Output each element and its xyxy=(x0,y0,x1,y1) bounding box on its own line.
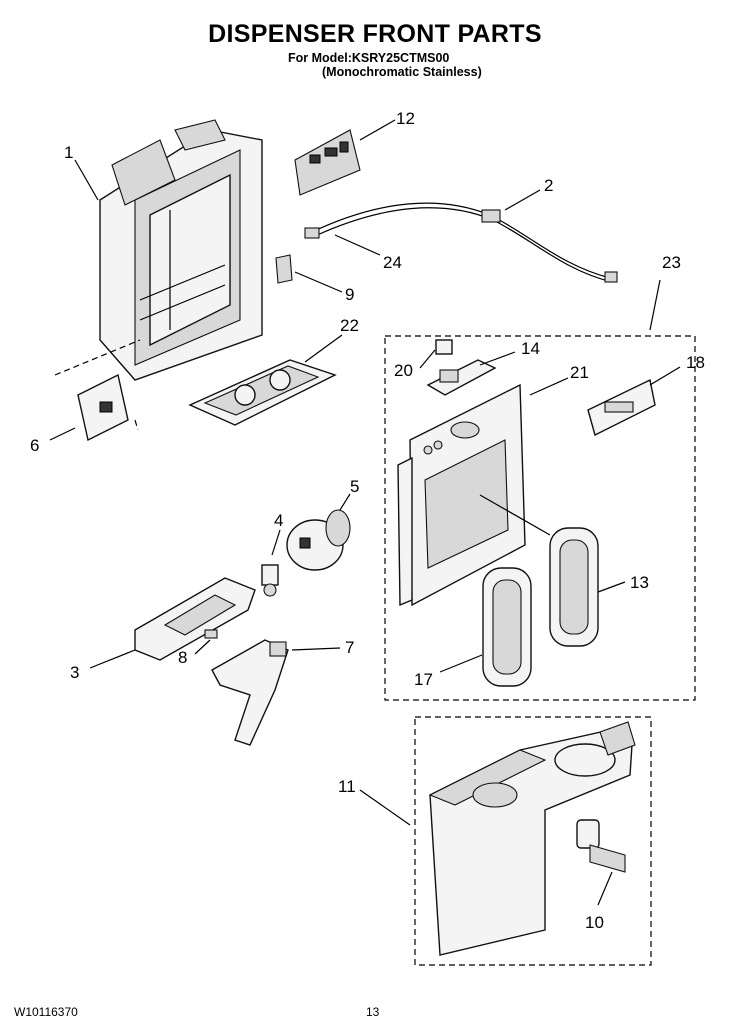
callout-18: 18 xyxy=(686,353,705,372)
callout-1: 1 xyxy=(64,143,73,162)
part-13-ice-paddle xyxy=(549,527,599,647)
part-6-light-cover xyxy=(77,373,129,442)
callout-6: 6 xyxy=(30,436,39,455)
part-9-clip xyxy=(275,254,293,284)
callout-13: 13 xyxy=(630,573,649,592)
leader-lines xyxy=(49,119,681,906)
callout-10: 10 xyxy=(585,913,604,932)
part-8-screw xyxy=(204,629,218,639)
callout-14: 14 xyxy=(521,339,540,358)
callout-21: 21 xyxy=(570,363,589,382)
callout-8: 8 xyxy=(178,648,187,667)
callout-7: 7 xyxy=(345,638,354,657)
part-3-bracket xyxy=(134,577,256,661)
part-23-group-outline xyxy=(384,335,696,701)
part-11-ice-chute xyxy=(428,721,636,956)
part-2-wire-harness xyxy=(304,202,618,283)
callout-3: 3 xyxy=(70,663,79,682)
part-11-group-outline xyxy=(414,716,652,966)
page-number: 13 xyxy=(366,1005,380,1019)
callout-2: 2 xyxy=(544,176,553,195)
page-title: DISPENSER FRONT PARTS xyxy=(208,20,542,48)
part-18-bracket xyxy=(587,378,656,437)
callout-17: 17 xyxy=(414,670,433,689)
document-number: W10116370 xyxy=(14,1005,78,1019)
finish-subtitle: (Monochromatic Stainless) xyxy=(322,65,482,79)
callout-5: 5 xyxy=(350,477,359,496)
part-4-solenoid xyxy=(261,564,279,597)
part-1-housing xyxy=(99,119,263,381)
model-subtitle: For Model:KSRY25CTMS00 xyxy=(288,51,450,65)
part-22-drip-tray xyxy=(188,359,337,426)
part-12-control-board xyxy=(294,129,361,196)
part-14-switch-bracket xyxy=(426,339,497,396)
callout-9: 9 xyxy=(345,285,354,304)
callout-23: 23 xyxy=(662,253,681,272)
callout-4: 4 xyxy=(274,511,283,530)
part-7-actuator xyxy=(211,639,289,746)
callout-22: 22 xyxy=(340,316,359,335)
part-17-water-paddle xyxy=(482,567,532,687)
part-5-motor xyxy=(286,509,351,571)
part-10-water-fitting xyxy=(576,819,626,873)
part-21-front-bezel xyxy=(397,383,526,607)
callout-24: 24 xyxy=(383,253,402,272)
callout-12: 12 xyxy=(396,109,415,128)
callout-20: 20 xyxy=(394,361,413,380)
callout-11: 11 xyxy=(338,777,356,796)
